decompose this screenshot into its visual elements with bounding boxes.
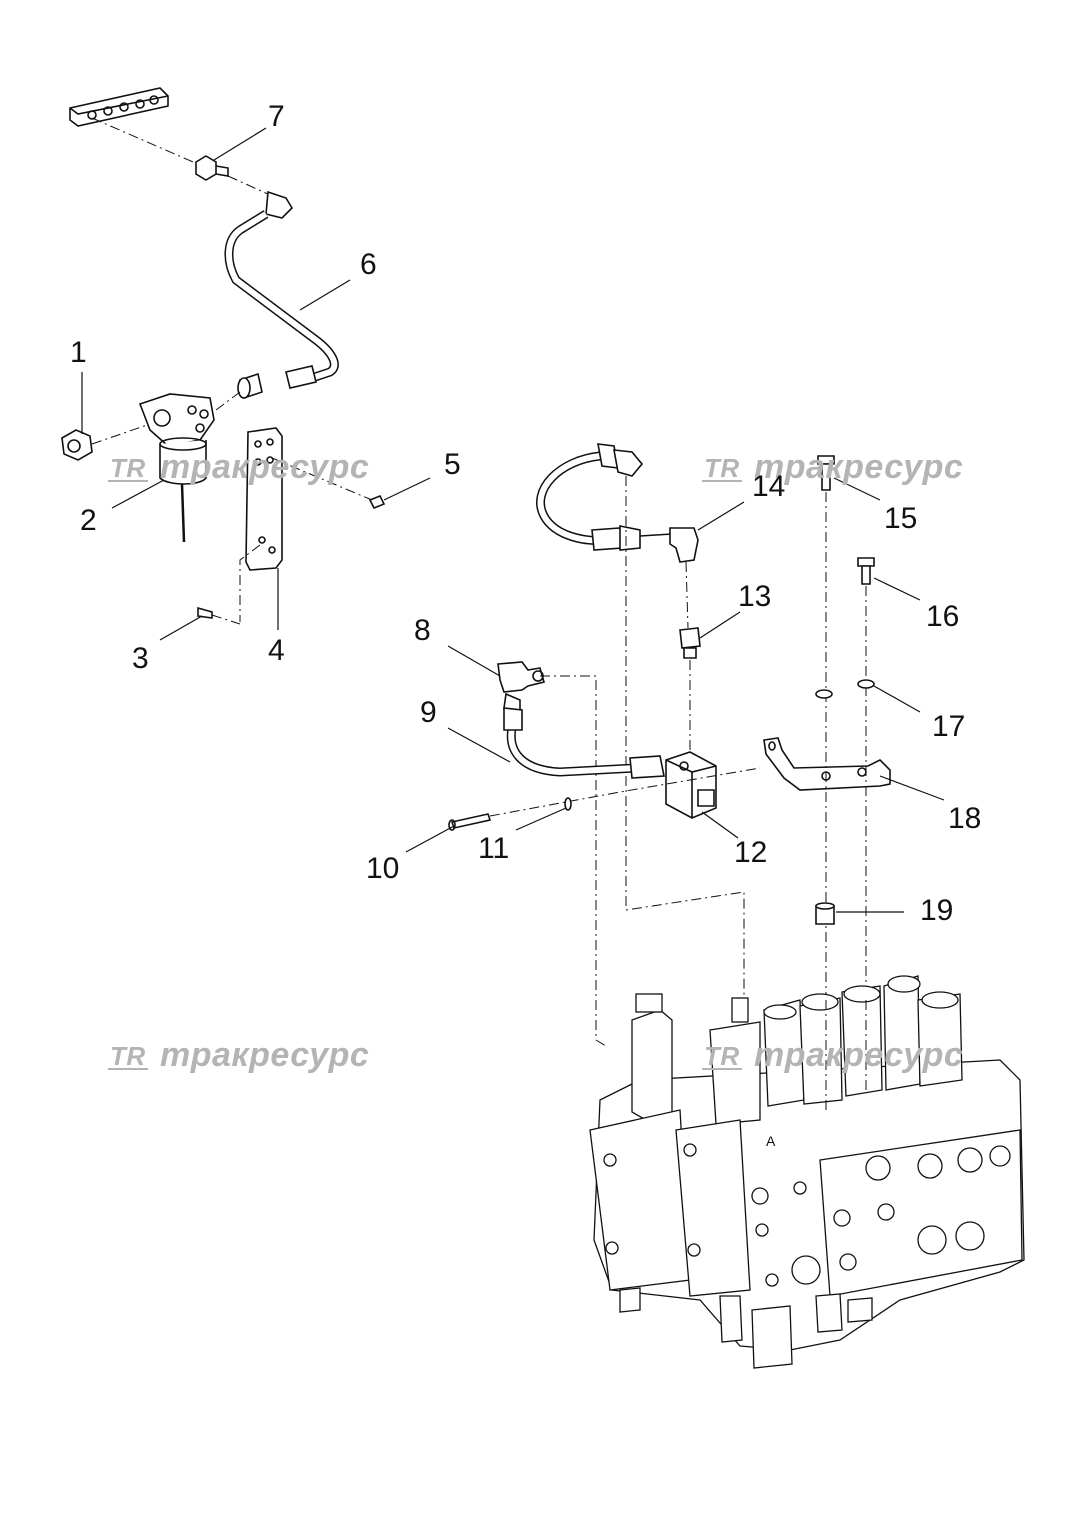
svg-text:TR: TR [704, 453, 740, 483]
watermark-text: тракресурс [754, 448, 964, 486]
callout-5: 5 [444, 448, 461, 481]
watermark-text: тракресурс [160, 1036, 370, 1074]
screw-5 [368, 494, 386, 510]
bracket-4 [245, 427, 283, 571]
fitting-7 [195, 155, 229, 181]
bolt-15 [817, 455, 835, 491]
callout-1: 1 [70, 336, 87, 369]
bracket-18 [763, 737, 891, 791]
watermark-3: TR тракресурс [108, 1036, 369, 1075]
watermark-1: TR тракресурс [108, 448, 369, 487]
callout-19: 19 [920, 894, 954, 927]
svg-text:A: A [766, 1133, 776, 1149]
callout-4: 4 [268, 634, 285, 667]
fitting-1 [61, 429, 93, 461]
watermark-text: тракресурс [160, 448, 370, 486]
callout-2: 2 [80, 504, 97, 537]
mounting-bar [69, 87, 169, 127]
callout-6: 6 [360, 248, 377, 281]
svg-text:TR: TR [110, 1041, 146, 1071]
washer-17b [857, 679, 875, 689]
fitting-14 [639, 527, 699, 563]
watermark-4: TR тракресурс [702, 1036, 963, 1075]
tr-logo-icon: TR [702, 453, 742, 483]
tr-logo-icon: TR [702, 1041, 742, 1071]
hose-9 [503, 692, 665, 779]
callout-16: 16 [926, 600, 960, 633]
hose-6 [224, 190, 339, 400]
callout-8: 8 [414, 614, 431, 647]
spacer-19 [815, 902, 835, 925]
callout-13: 13 [738, 580, 772, 613]
tr-logo-icon: TR [108, 1041, 148, 1071]
block-12 [665, 751, 717, 819]
callout-18: 18 [948, 802, 982, 835]
callout-3: 3 [132, 642, 149, 675]
watermark-2: TR тракресурс [702, 448, 963, 487]
hose-upper [536, 443, 644, 551]
svg-text:TR: TR [704, 1041, 740, 1071]
callout-12: 12 [734, 836, 768, 869]
bolt-16 [857, 557, 875, 585]
callout-10: 10 [366, 852, 400, 885]
callout-9: 9 [420, 696, 437, 729]
callout-14: 14 [752, 470, 786, 503]
svg-text:TR: TR [110, 453, 146, 483]
callout-7: 7 [268, 100, 285, 133]
tee-8 [497, 661, 545, 693]
callout-15: 15 [884, 502, 918, 535]
bolt-10 [448, 813, 492, 831]
control-valve: A [589, 975, 1025, 1369]
tr-logo-icon: TR [108, 453, 148, 483]
washer-17a [815, 689, 833, 699]
callout-17: 17 [932, 710, 966, 743]
callout-11: 11 [478, 832, 510, 865]
fitting-13 [679, 627, 701, 659]
watermark-text: тракресурс [754, 1036, 964, 1074]
leader-dash-7 [91, 117, 201, 166]
filter-2 [138, 393, 215, 543]
washer-11 [564, 797, 572, 811]
leader-lines [81, 127, 945, 913]
screw-3 [197, 606, 241, 625]
